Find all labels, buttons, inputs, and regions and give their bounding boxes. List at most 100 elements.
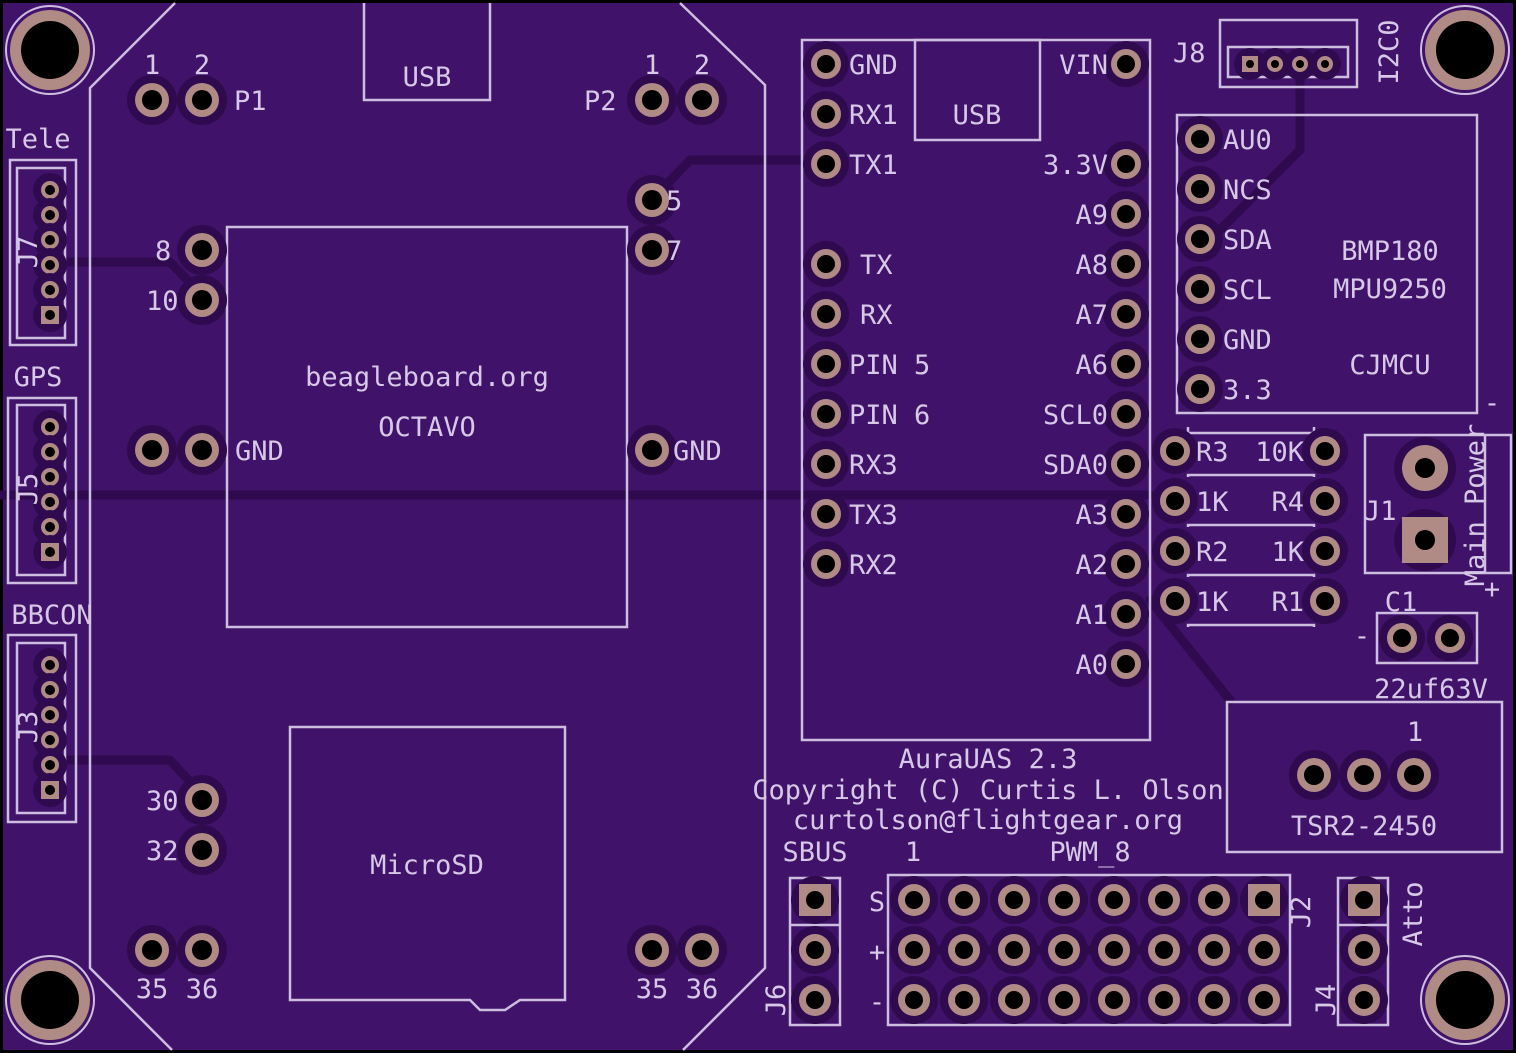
octavo-pad — [177, 825, 227, 875]
j4-label: J4 — [1311, 984, 1342, 1017]
octavo-chip-outline — [225, 225, 629, 629]
silkscreen-text: USB 1 2 P1 1 2 P2 5 7 8 10 GND GND 30 32… — [5, 19, 1500, 1018]
regulator-pad — [1339, 750, 1389, 800]
j2-pad — [1190, 976, 1238, 1024]
teensy-pin-label: TX3 — [849, 500, 898, 531]
plus-row-label: + — [869, 937, 885, 968]
j7-label: J7 — [13, 236, 44, 269]
mounting-hole — [1420, 955, 1510, 1045]
p1-pin2-label: 2 — [194, 50, 210, 81]
j2-pad — [1040, 926, 1088, 974]
jst-pad — [33, 410, 67, 444]
teensy-pin-label: PIN 6 — [849, 400, 930, 431]
gnd-left-label: GND — [235, 436, 284, 467]
email-label: curtolson@flightgear.org — [793, 805, 1183, 836]
jst-pad — [33, 648, 67, 682]
j2-pad — [940, 976, 988, 1024]
j4-pad — [1340, 926, 1388, 974]
regulator-pin1-label: 1 — [1407, 717, 1423, 748]
teensy-pin-label: A9 — [1075, 200, 1108, 231]
teensy-pin-label: GND — [849, 50, 898, 81]
octavo-model-label: OCTAVO — [378, 412, 476, 443]
c1-value-label: 22uf63V — [1374, 674, 1488, 705]
octavo-pad — [127, 75, 177, 125]
pin36-right-label: 36 — [686, 974, 719, 1005]
teensy-pad — [803, 441, 849, 487]
teensy-pin-label: A2 — [1075, 550, 1108, 581]
jst-pad — [33, 248, 67, 282]
imu-pin-label: SDA — [1223, 225, 1272, 256]
teensy-pad — [803, 541, 849, 587]
regulator-outline — [1225, 700, 1504, 854]
octavo-pad — [627, 425, 677, 475]
j6-label: J6 — [761, 984, 792, 1017]
j8-pad — [1309, 48, 1341, 80]
jst-pad — [33, 435, 67, 469]
j2-pad — [1090, 876, 1138, 924]
resistor-label: 1K — [1271, 537, 1304, 568]
p1-label: P1 — [234, 86, 267, 117]
octavo-outline — [88, 2, 767, 1051]
j2-pad — [940, 876, 988, 924]
jst-pad — [33, 723, 67, 757]
octavo-pad — [127, 425, 177, 475]
resistor-label: 1K — [1196, 487, 1229, 518]
j6-pad — [791, 976, 839, 1024]
j2-pad — [990, 926, 1038, 974]
j6-pad — [791, 926, 839, 974]
teensy-pad — [803, 291, 849, 337]
j2-pad — [990, 876, 1038, 924]
pin35-left-label: 35 — [136, 974, 169, 1005]
gnd-right-label: GND — [673, 436, 722, 467]
resistor-pad — [1152, 528, 1198, 574]
teensy-pin-label: A3 — [1075, 500, 1108, 531]
jst-pad — [33, 460, 67, 494]
c1-pad — [1379, 615, 1425, 661]
octavo-pad — [177, 925, 227, 975]
resistor-pad — [1302, 478, 1348, 524]
microsd-label: MicroSD — [370, 850, 484, 881]
teensy-pad — [1103, 341, 1149, 387]
teensy-pad — [1103, 191, 1149, 237]
octavo-pad — [627, 225, 677, 275]
c1-label: C1 — [1385, 587, 1418, 618]
power-plus-label: + — [1484, 574, 1500, 605]
octavo-pad — [177, 775, 227, 825]
jst-pad — [33, 698, 67, 732]
j2-pad — [890, 926, 938, 974]
mounting-hole — [1420, 5, 1510, 95]
imu-pad — [1177, 316, 1223, 362]
octavo-pad — [177, 275, 227, 325]
regulator-label: TSR2-2450 — [1291, 811, 1437, 842]
j8-label: J8 — [1173, 38, 1206, 69]
jst-pad — [33, 485, 67, 519]
jst-pad — [33, 198, 67, 232]
gps-label: GPS — [14, 362, 63, 393]
sbus-label: SBUS — [782, 837, 847, 868]
octavo-pad — [177, 425, 227, 475]
p1-pin1-label: 1 — [144, 50, 160, 81]
j2-pad — [1040, 876, 1088, 924]
resistor-pad — [1152, 578, 1198, 624]
j6-pad — [791, 876, 839, 924]
p2-pin1-label: 1 — [644, 50, 660, 81]
octavo-pad — [627, 175, 677, 225]
teensy-usb-outline — [913, 38, 1042, 142]
jst-pad — [33, 273, 67, 307]
teensy-pad — [1103, 591, 1149, 637]
octavo-pad — [127, 925, 177, 975]
regulator-pad — [1289, 750, 1339, 800]
octavo-vendor-label: beagleboard.org — [305, 362, 549, 393]
pin32-label: 32 — [146, 836, 179, 867]
resistor-label: 10K — [1255, 437, 1305, 468]
teensy-pin-label: A6 — [1075, 350, 1108, 381]
p2-label: P2 — [584, 86, 617, 117]
pin10-label: 10 — [146, 286, 179, 317]
j2-pad — [1140, 926, 1188, 974]
j2-pad — [890, 976, 938, 1024]
j2-pad — [1190, 876, 1238, 924]
teensy-pad — [1103, 641, 1149, 687]
pin8-label: 8 — [155, 236, 171, 267]
minus-row-label: - — [869, 987, 885, 1018]
